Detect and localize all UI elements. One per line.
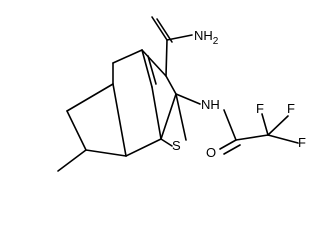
bond xyxy=(66,83,114,112)
molecule-structure: NH2 S NH O F F F xyxy=(57,16,306,172)
amide-n-h-count: 2 xyxy=(213,36,219,47)
bond xyxy=(151,86,162,140)
bond xyxy=(125,138,162,157)
bond xyxy=(85,149,127,157)
atom-label-amide-n: NH2 xyxy=(194,28,219,47)
atom-label-f-top-left: F xyxy=(256,101,264,116)
bond xyxy=(112,49,143,64)
bond xyxy=(66,110,87,151)
bond xyxy=(147,55,157,85)
bond xyxy=(160,93,177,140)
bond xyxy=(223,144,241,155)
atom-label-f-right: F xyxy=(298,135,306,150)
bond xyxy=(57,149,87,172)
bond xyxy=(261,113,269,136)
bond xyxy=(141,49,153,88)
bond xyxy=(267,115,289,136)
atom-label-amide-o: O xyxy=(206,145,216,160)
amide-n-symbol: NH xyxy=(194,28,213,43)
label-layer: NH2 S NH O F F F xyxy=(172,28,306,160)
bond xyxy=(160,138,173,147)
bond xyxy=(223,109,237,141)
bond xyxy=(112,83,127,157)
atom-label-ring-s: S xyxy=(172,138,181,153)
bond xyxy=(141,49,167,77)
bond xyxy=(219,139,237,150)
bond xyxy=(267,134,299,144)
bond xyxy=(165,75,177,95)
bond xyxy=(175,93,187,141)
bond xyxy=(156,18,173,43)
bond xyxy=(166,34,193,41)
atom-label-anilide-n: NH xyxy=(201,97,220,112)
bond xyxy=(165,39,168,77)
bond xyxy=(151,16,168,41)
atom-label-f-top-right: F xyxy=(287,101,295,116)
bond xyxy=(235,134,269,141)
bond-layer xyxy=(57,16,299,172)
bond xyxy=(175,93,201,105)
